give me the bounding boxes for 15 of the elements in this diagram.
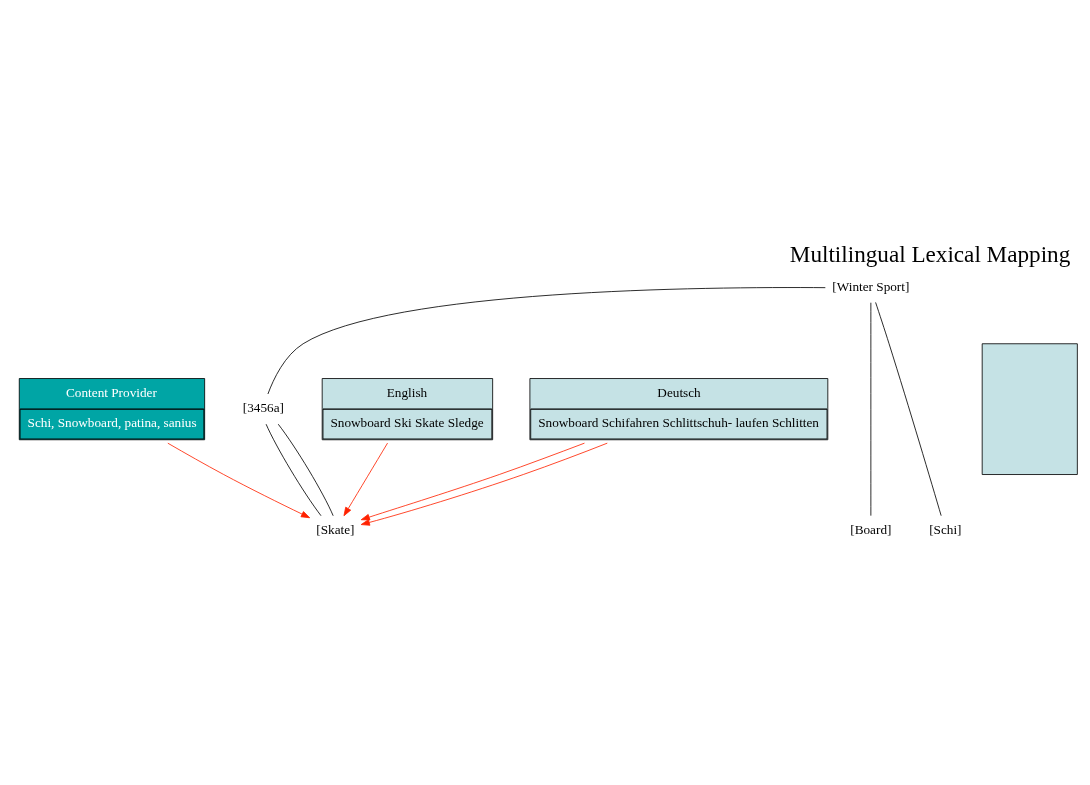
node-text: [Skate] bbox=[316, 521, 355, 537]
connector bbox=[875, 301, 942, 516]
node-text: [Board] bbox=[850, 521, 892, 537]
arrow bbox=[167, 442, 311, 518]
node-text: [Winter Sport] bbox=[832, 278, 910, 294]
arrow bbox=[343, 442, 388, 516]
connector bbox=[277, 423, 334, 516]
connector bbox=[267, 286, 826, 394]
arrow bbox=[360, 442, 585, 520]
node-box bbox=[981, 342, 1078, 475]
arrow bbox=[360, 442, 608, 526]
node-text: [Schi] bbox=[929, 521, 962, 537]
connector bbox=[265, 423, 322, 516]
node-text: [3456a] bbox=[242, 399, 284, 415]
diagram-title: Multilingual Lexical Mapping bbox=[789, 240, 1071, 267]
